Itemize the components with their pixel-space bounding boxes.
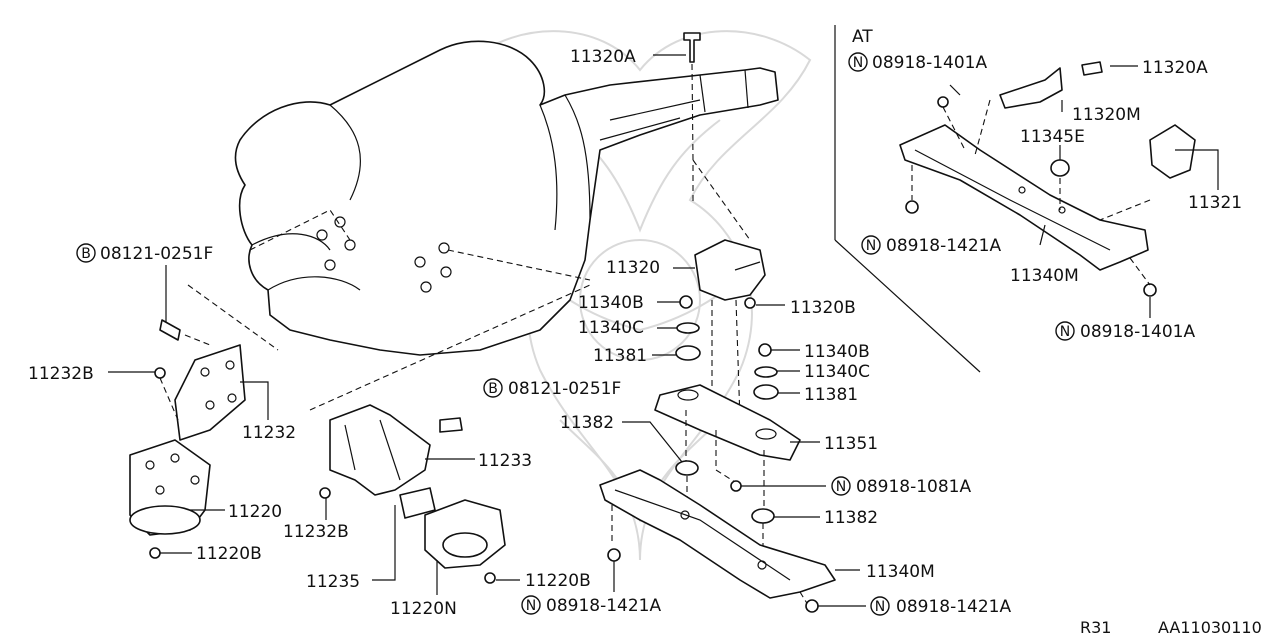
engine-mount-insulator-left bbox=[129, 439, 211, 559]
bolt-symbol-icon bbox=[76, 243, 96, 263]
nut-symbol-icon bbox=[848, 52, 868, 72]
nut-symbol-label: N bbox=[836, 479, 846, 495]
bolt-symbol-label: B bbox=[81, 246, 91, 262]
callout-08121-0251F-left: 08121-0251F bbox=[100, 244, 213, 264]
nut-symbol-label: N bbox=[1060, 324, 1070, 340]
callout-11220B-left: 11220B bbox=[196, 544, 262, 564]
nut-symbol-icon bbox=[1055, 321, 1075, 341]
nut-symbol-icon bbox=[521, 595, 541, 615]
callout-08918-1421A-bottom-right: 08918-1421A bbox=[896, 597, 1011, 617]
callout-08918-1421A-bottom-left: 08918-1421A bbox=[546, 596, 661, 616]
nut-symbol-label: N bbox=[526, 598, 536, 614]
bolt-symbol-label: B bbox=[488, 381, 498, 397]
callout-11321: 11321 bbox=[1188, 193, 1242, 213]
callout-08918-1421A-at: 08918-1421A bbox=[886, 236, 1001, 256]
callout-11220: 11220 bbox=[228, 502, 282, 522]
nut-symbol-icon bbox=[831, 476, 851, 496]
nut-symbol-label: N bbox=[875, 599, 885, 615]
spacer-stack-right bbox=[735, 299, 779, 421]
callout-11382-left: 11382 bbox=[560, 413, 614, 433]
callout-11233: 11233 bbox=[478, 451, 532, 471]
washers-lower bbox=[675, 460, 775, 555]
callout-11340C-right: 11340C bbox=[804, 362, 870, 382]
callout-11320A-at: 11320A bbox=[1142, 58, 1208, 78]
engine-mount-bracket-right bbox=[319, 404, 463, 519]
callout-11235: 11235 bbox=[306, 572, 360, 592]
nut-symbol-label: N bbox=[853, 55, 863, 71]
callout-11220B-mid: 11220B bbox=[525, 571, 591, 591]
callout-11320: 11320 bbox=[606, 258, 660, 278]
callout-11381-right: 11381 bbox=[804, 385, 858, 405]
callout-11382-right: 11382 bbox=[824, 508, 878, 528]
footer-code: AA11030110 bbox=[1158, 618, 1262, 637]
callout-11340B-right: 11340B bbox=[804, 342, 870, 362]
callout-11381-left: 11381 bbox=[593, 346, 647, 366]
callout-11340M-at: 11340M bbox=[1010, 266, 1079, 286]
callout-11320M: 11320M bbox=[1072, 105, 1141, 125]
at-section-label: AT bbox=[852, 27, 873, 47]
callout-11340B-left: 11340B bbox=[578, 293, 644, 313]
callout-11232: 11232 bbox=[242, 423, 296, 443]
rear-mount-upper bbox=[683, 32, 766, 309]
callout-11351: 11351 bbox=[824, 434, 878, 454]
callout-11345E: 11345E bbox=[1020, 127, 1085, 147]
engine-mount-insulator-right bbox=[424, 499, 506, 584]
spacer-stack-left bbox=[675, 295, 713, 390]
leader-lines bbox=[108, 54, 1219, 607]
callout-08918-1401A-at-bottom: 08918-1401A bbox=[1080, 322, 1195, 342]
callout-11320A-top: 11320A bbox=[570, 47, 636, 67]
engine-mount-bracket-left bbox=[154, 284, 279, 441]
callout-11320B: 11320B bbox=[790, 298, 856, 318]
engine-transmission bbox=[234, 40, 779, 411]
footer-model: R31 bbox=[1080, 618, 1111, 637]
at-crossmember bbox=[899, 61, 1196, 297]
nut-symbol-icon bbox=[861, 235, 881, 255]
nut-symbol-label: N bbox=[866, 238, 876, 254]
callout-08918-1081A: 08918-1081A bbox=[856, 477, 971, 497]
at-section-divider bbox=[834, 25, 981, 373]
callout-08121-0251F-mid: 08121-0251F bbox=[508, 379, 621, 399]
crossmember-main bbox=[599, 469, 836, 613]
bolt-symbol-icon bbox=[483, 378, 503, 398]
callout-11232B-left: 11232B bbox=[28, 364, 94, 384]
callout-11340M-main: 11340M bbox=[866, 562, 935, 582]
callout-11232B-mid: 11232B bbox=[283, 522, 349, 542]
callout-11220N: 11220N bbox=[390, 599, 457, 619]
mounting-bracket-11351 bbox=[654, 384, 801, 510]
callout-08918-1401A-at-top: 08918-1401A bbox=[872, 53, 987, 73]
nut-symbol-icon bbox=[870, 596, 890, 616]
callout-11340C-left: 11340C bbox=[578, 318, 644, 338]
